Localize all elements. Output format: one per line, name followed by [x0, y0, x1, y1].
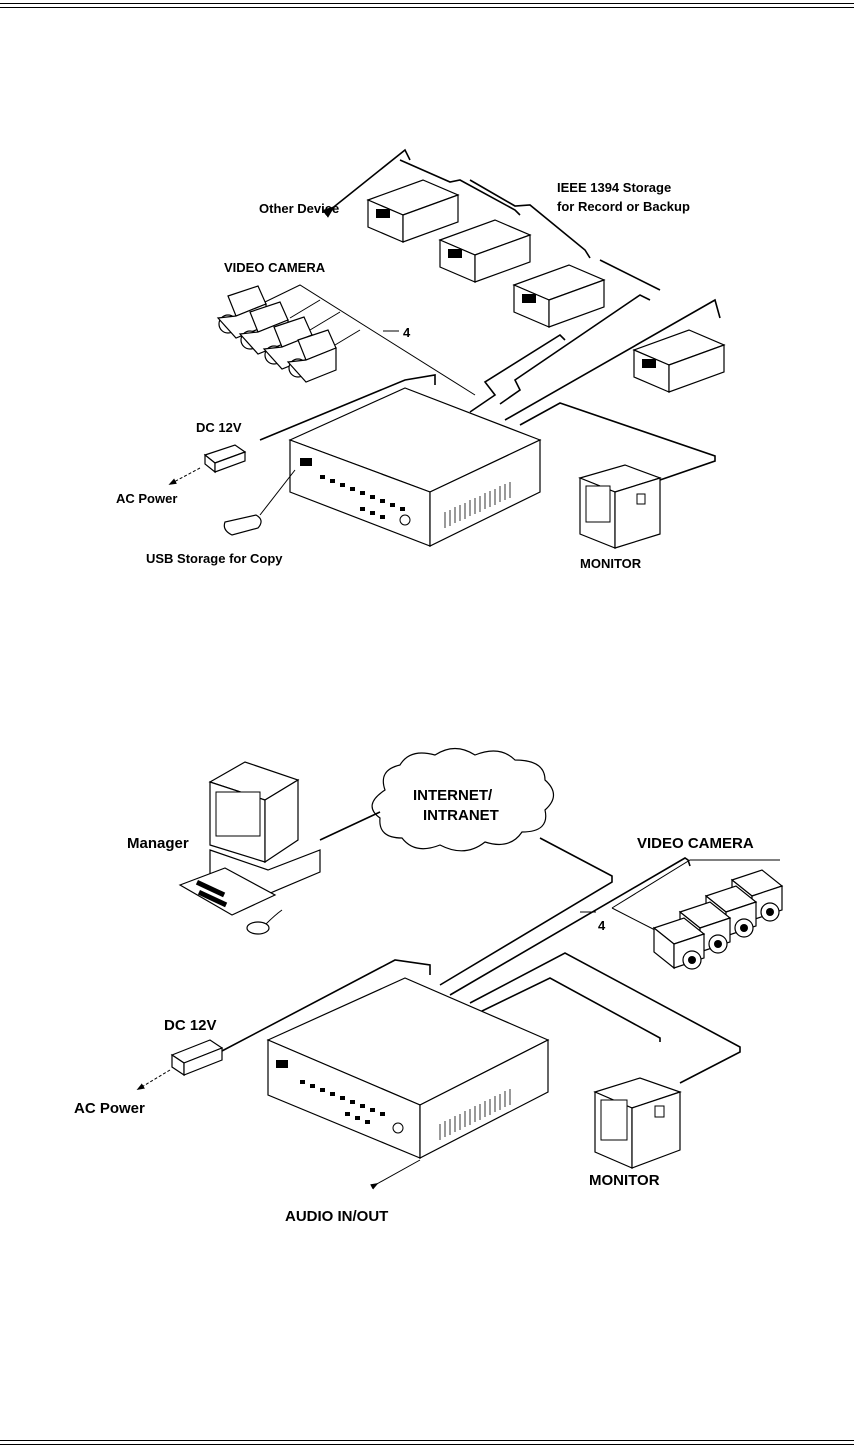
label-storage-line1: IEEE 1394 Storage	[557, 180, 671, 195]
usb-stick-icon	[224, 470, 295, 535]
storage-unit-2	[440, 220, 530, 282]
label-ac-power: AC Power	[74, 1100, 145, 1117]
label-video-camera: VIDEO CAMERA	[224, 260, 326, 275]
label-audio: AUDIO IN/OUT	[285, 1208, 388, 1225]
label-dc: DC 12V	[164, 1017, 217, 1034]
video-cameras	[218, 286, 336, 382]
header-rule	[0, 3, 854, 4]
storage-unit-3	[514, 265, 604, 327]
dc-adapter	[140, 1040, 222, 1088]
label-manager: Manager	[127, 835, 189, 852]
dc-adapter	[172, 445, 245, 483]
monitor-icon	[580, 465, 660, 548]
connection-diagram-storage: Other Device IEEE 1394 Storage for Recor…	[0, 130, 854, 590]
header-rule-thin	[0, 7, 854, 8]
connection-diagram-network: INTERNET/ INTRANET Manager VIDEO CAMERA …	[0, 740, 854, 1230]
label-camera-count: 4	[598, 918, 606, 933]
label-video-camera: VIDEO CAMERA	[637, 835, 754, 852]
label-usb-storage: USB Storage for Copy	[146, 551, 283, 566]
label-dc: DC 12V	[196, 420, 242, 435]
label-network-line1: INTERNET/	[413, 787, 493, 804]
label-other-device: Other Device	[259, 201, 339, 216]
monitor-icon	[595, 1078, 680, 1168]
label-camera-count: 4	[403, 325, 411, 340]
video-cameras	[612, 860, 782, 969]
storage-unit-1	[368, 180, 458, 242]
footer-rule-thin	[0, 1444, 854, 1445]
label-network-line2: INTRANET	[423, 807, 499, 824]
manager-pc-icon	[180, 762, 320, 934]
label-ac-power: AC Power	[116, 491, 177, 506]
label-storage-line2: for Record or Backup	[557, 199, 690, 214]
label-monitor: MONITOR	[589, 1172, 660, 1189]
label-monitor: MONITOR	[580, 556, 642, 571]
footer-rule	[0, 1440, 854, 1441]
